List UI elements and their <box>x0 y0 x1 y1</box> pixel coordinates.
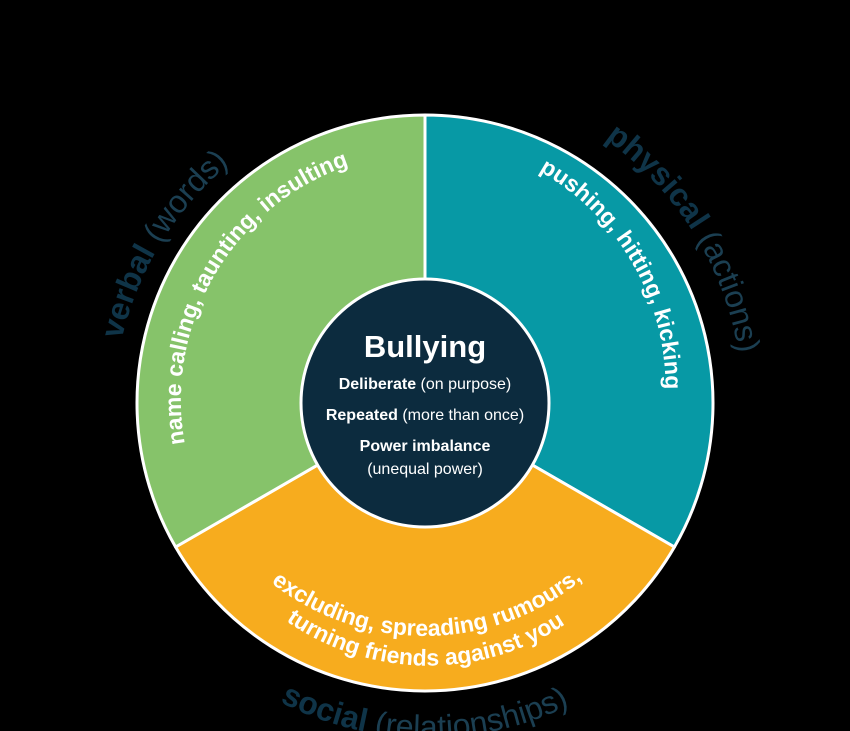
criterion-power-imbalance: Power imbalance <box>360 438 491 455</box>
social-segment <box>174 401 676 693</box>
criterion-power-imbalance-note: (unequal power) <box>367 461 483 478</box>
center-title: Bullying <box>364 329 486 364</box>
criterion-deliberate: Deliberate (on purpose) <box>339 376 512 393</box>
criterion-repeated: Repeated (more than once) <box>326 407 524 424</box>
center-circle: Bullying Deliberate (on purpose) Repeate… <box>299 277 551 529</box>
